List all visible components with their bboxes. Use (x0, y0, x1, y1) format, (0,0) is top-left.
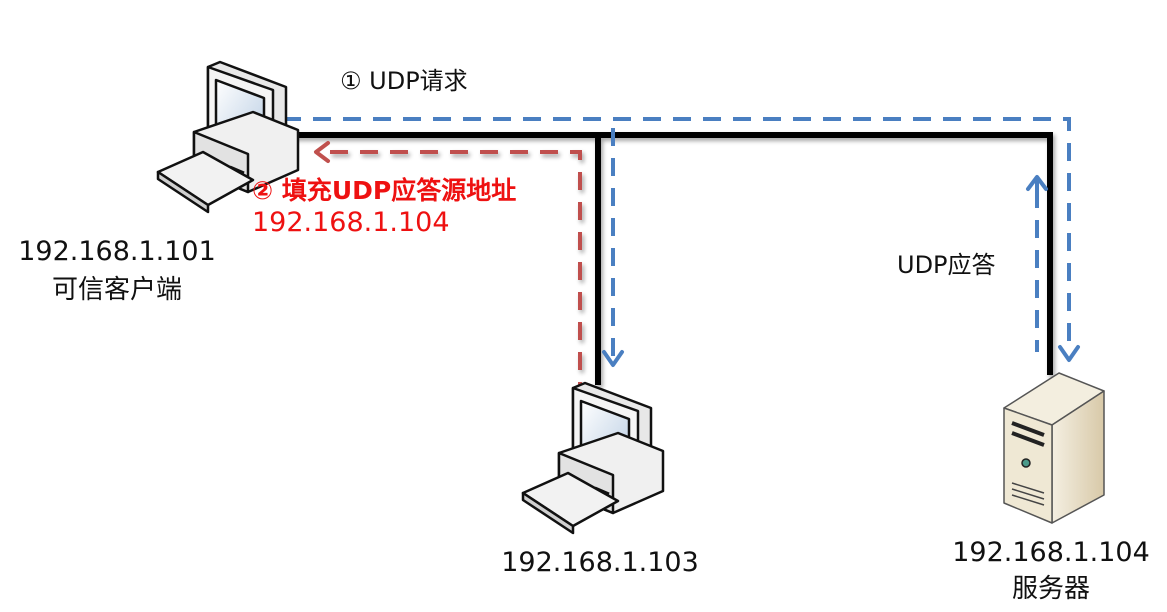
server-tower-icon[interactable] (1003, 372, 1105, 524)
network-wire (280, 132, 1053, 385)
desktop-computer-icon[interactable] (156, 60, 300, 214)
server-role-label: 服务器 (1011, 574, 1090, 604)
spoofed-reply-path (325, 150, 582, 400)
step1-label: ① UDP请求 (340, 67, 468, 95)
udp-reply-label: UDP应答 (897, 251, 996, 279)
step2-ip-label: 192.168.1.104 (252, 207, 450, 238)
desktop-computer-icon[interactable] (521, 381, 665, 535)
arrow-head-icon (314, 141, 330, 163)
arrow-head-icon (602, 175, 1080, 367)
client-ip-label: 192.168.1.101 (18, 236, 216, 267)
server-ip-label: 192.168.1.104 (952, 537, 1150, 568)
attacker-ip-label: 192.168.1.103 (501, 547, 699, 578)
client-role-label: 可信客户端 (51, 275, 182, 305)
udp-request-path (283, 117, 1071, 362)
step2-title-label: ② 填充UDP应答源地址 (252, 176, 517, 205)
